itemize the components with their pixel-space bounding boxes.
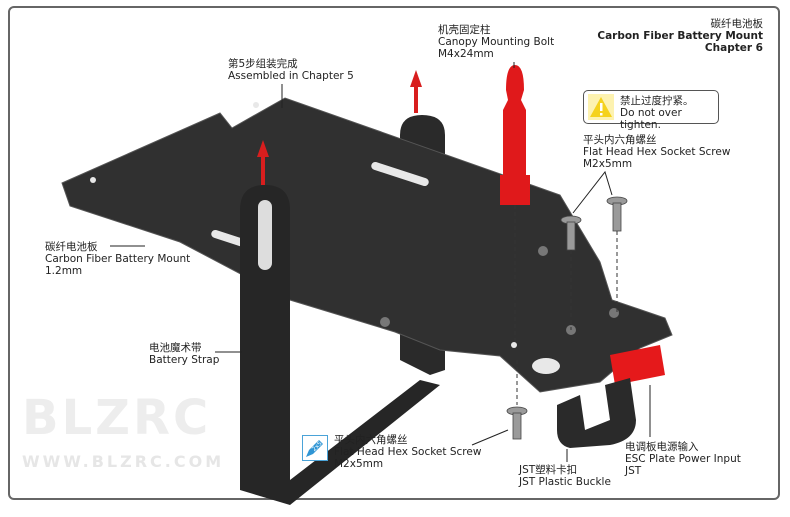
- label-battery-mount: 碳纤电池板 Carbon Fiber Battery Mount 1.2mm: [45, 241, 190, 277]
- label-zh: 电调板电源输入: [625, 441, 699, 453]
- label-size: M2x5mm: [334, 458, 384, 470]
- diagram-frame: [8, 6, 780, 500]
- label-size: M2x5mm: [583, 158, 633, 170]
- chapter-title: 碳纤电池板 Carbon Fiber Battery Mount Chapter…: [597, 18, 763, 54]
- hex-driver-icon: 2x5: [302, 435, 328, 461]
- label-en: Assembled in Chapter 5: [228, 70, 354, 82]
- label-jst-buckle: JST塑料卡扣 JST Plastic Buckle: [519, 464, 611, 488]
- label-zh: 平头内六角螺丝: [334, 434, 408, 446]
- label-zh: 机壳固定柱: [438, 24, 491, 36]
- screws: [506, 196, 628, 440]
- label-assembled: 第5步组装完成 Assembled in Chapter 5: [228, 58, 354, 82]
- label-size: M4x24mm: [438, 48, 494, 60]
- watermark-url: WWW.BLZRC.COM: [22, 452, 225, 471]
- watermark-logo: BLZRC: [22, 390, 212, 446]
- label-en: JST Plastic Buckle: [519, 476, 611, 488]
- label-zh: 电池魔术带: [149, 342, 202, 354]
- label-en: Flat Head Hex Socket Screw: [334, 446, 482, 458]
- jst-buckle: [557, 378, 636, 448]
- label-size: 1.2mm: [45, 265, 83, 277]
- warning-zh: 禁止过度拧紧。: [620, 95, 694, 107]
- warning-en: Do not over tighten.: [620, 107, 682, 131]
- warning-icon: [588, 94, 614, 120]
- title-en: Carbon Fiber Battery Mount: [597, 30, 763, 42]
- label-en: ESC Plate Power Input: [625, 453, 741, 465]
- label-zh: JST塑料卡扣: [519, 464, 578, 476]
- label-en: Flat Head Hex Socket Screw: [583, 146, 731, 158]
- label-en: Battery Strap: [149, 354, 220, 366]
- esc-connector: [610, 345, 665, 385]
- label-battery-strap: 电池魔术带 Battery Strap: [149, 342, 219, 366]
- label-sub: JST: [625, 465, 642, 477]
- label-en: Carbon Fiber Battery Mount: [45, 253, 191, 265]
- label-en: Canopy Mounting Bolt: [438, 36, 555, 48]
- leader-lines: [110, 62, 651, 462]
- label-zh: 第5步组装完成: [228, 58, 298, 70]
- label-screw-bottom: 平头内六角螺丝 Flat Head Hex Socket Screw M2x5m…: [334, 434, 481, 470]
- label-screw-top: 平头内六角螺丝 Flat Head Hex Socket Screw M2x5m…: [583, 134, 730, 170]
- strap-slot: [258, 200, 272, 270]
- warning-box: 禁止过度拧紧。 Do not over tighten.: [583, 90, 719, 131]
- label-zh: 碳纤电池板: [45, 241, 98, 253]
- battery-strap-front: [240, 185, 440, 505]
- lift-arrows: [257, 70, 422, 185]
- tool-size-text: 2x5: [311, 440, 324, 453]
- canopy-mounting-bolt: [500, 65, 530, 205]
- title-zh: 碳纤电池板: [710, 18, 764, 30]
- guide-lines: [514, 205, 618, 405]
- label-esc-input: 电调板电源输入 ESC Plate Power Input JST: [625, 441, 741, 477]
- label-zh: 平头内六角螺丝: [583, 134, 657, 146]
- label-canopy-bolt: 机壳固定柱 Canopy Mounting Bolt M4x24mm: [438, 24, 554, 60]
- title-chapter: Chapter 6: [704, 42, 763, 54]
